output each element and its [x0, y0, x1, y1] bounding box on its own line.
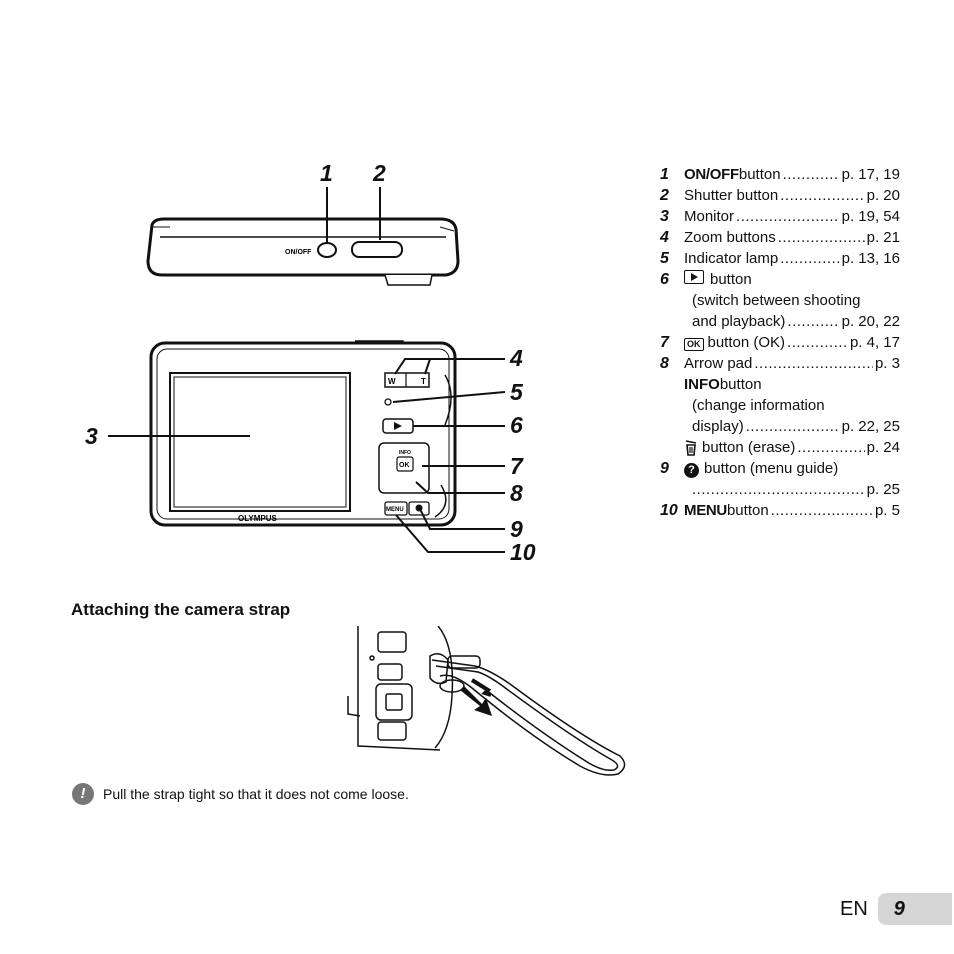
- list-item-cont: (switch between shooting: [692, 292, 861, 309]
- menu-label: MENU: [386, 507, 404, 513]
- callout-5: 5: [510, 379, 523, 405]
- zoom-t-label: T: [421, 377, 426, 386]
- list-item: 8 Arrow pad p. 3: [660, 353, 900, 374]
- callout-6: 6: [510, 412, 523, 438]
- list-item: 4 Zoom buttons p. 21: [660, 227, 900, 248]
- callout-10: 10: [510, 539, 536, 565]
- list-item: 9 ? button (menu guide): [660, 460, 839, 478]
- callout-8: 8: [510, 480, 523, 506]
- strap-illustration: [347, 626, 626, 776]
- zoom-w-label: W: [388, 377, 396, 386]
- help-icon: ?: [684, 463, 699, 478]
- callout-2: 2: [373, 160, 386, 186]
- callout-1: 1: [320, 160, 333, 186]
- list-item: 3 Monitor p. 19, 54: [660, 206, 900, 227]
- language-label: EN: [840, 897, 868, 920]
- onoff-label: ON/OFF: [285, 249, 312, 256]
- ok-label: OK: [399, 462, 410, 469]
- section-title: Attaching the camera strap: [71, 600, 291, 619]
- camera-back-view: OLYMPUS W T OK INFO MENU: [149, 340, 457, 527]
- list-item: 2 Shutter button p. 20: [660, 185, 900, 206]
- page-number: 9: [877, 893, 952, 925]
- callout-7: 7: [510, 453, 523, 479]
- trash-icon: [685, 439, 697, 456]
- list-item-cont: and playback) p. 20, 22: [660, 311, 900, 332]
- callout-9: 9: [510, 516, 523, 542]
- leader-lines: [108, 187, 506, 553]
- note-text: Pull the strap tight so that it does not…: [103, 786, 409, 802]
- list-item-cont: (change information: [692, 397, 825, 414]
- caution-icon: !: [72, 783, 94, 805]
- parts-list: 1 ON/OFF button p. 17, 19 2 Shutter butt…: [660, 164, 900, 521]
- list-item: 7 OK button (OK) p. 4, 17: [660, 332, 900, 353]
- list-item-cont: button (erase) p. 24: [660, 437, 900, 458]
- list-item: 10 MENU button p. 5: [660, 500, 900, 521]
- list-item: 1 ON/OFF button p. 17, 19: [660, 164, 900, 185]
- list-item: 5 Indicator lamp p. 13, 16: [660, 248, 900, 269]
- caution-note: ! Pull the strap tight so that it does n…: [72, 783, 409, 805]
- ok-key-icon: OK: [684, 338, 704, 351]
- shutter-button-shape: [351, 241, 403, 258]
- play-icon: [684, 270, 704, 284]
- list-item-cont: display) p. 22, 25: [660, 416, 900, 437]
- callout-3: 3: [85, 423, 98, 449]
- callout-4: 4: [510, 345, 523, 371]
- list-item: 6 button: [660, 270, 752, 288]
- page-footer: EN 9: [840, 893, 952, 925]
- brand-logo: OLYMPUS: [238, 514, 277, 523]
- list-item-cont: INFO button: [684, 376, 762, 393]
- list-item-cont: p. 25: [660, 479, 900, 500]
- info-label: INFO: [399, 450, 411, 456]
